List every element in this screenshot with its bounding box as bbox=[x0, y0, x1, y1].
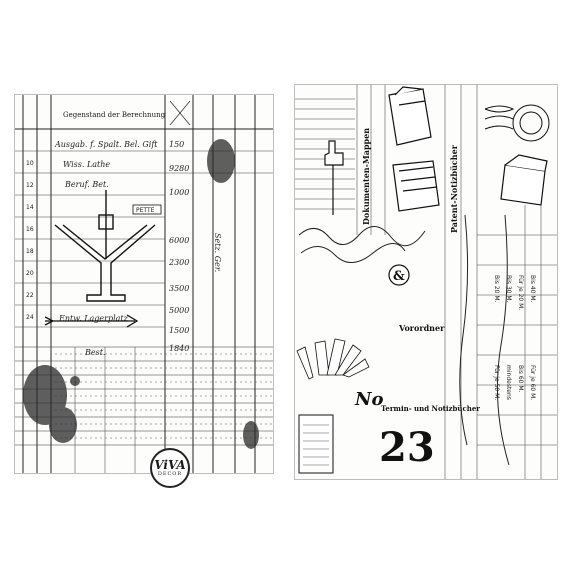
amount: 3500 bbox=[169, 284, 189, 293]
handwriting-line: Entw. Lagerplatz bbox=[58, 314, 129, 323]
collage-artwork: Dokumenten-Mappen Patent-Notizbücher bbox=[295, 85, 557, 479]
handwriting-flourish bbox=[298, 214, 510, 466]
technical-drawing bbox=[54, 190, 156, 302]
logo-main-text: ViVA bbox=[154, 458, 186, 472]
price-row: Für je 50 M. bbox=[493, 365, 500, 400]
price-row: Bis 60 M. bbox=[517, 365, 524, 393]
column-header: Dokumenten-Mappen bbox=[361, 128, 371, 225]
price-row: Für je 60 M. bbox=[529, 365, 536, 400]
right-stamp-collage: Dokumenten-Mappen Patent-Notizbücher bbox=[294, 84, 558, 480]
ampersand-text: & bbox=[393, 269, 405, 284]
handwriting-line: Best. bbox=[84, 348, 105, 357]
row-number: 10 bbox=[26, 160, 34, 167]
wallet-icon bbox=[500, 154, 548, 206]
handwriting-line: Wiss. Lathe bbox=[63, 160, 110, 169]
amount: 150 bbox=[169, 140, 184, 149]
pointing-hand-icon bbox=[324, 140, 344, 215]
price-row: Bis 40 M. bbox=[529, 275, 536, 303]
row-number: 14 bbox=[26, 204, 34, 211]
price-row: Bis 20 M. bbox=[493, 275, 500, 303]
handwriting-vertical: Setz. Ger. bbox=[213, 233, 222, 272]
ledger-artwork: Gegenstand der Berechnung 10 12 14 16 18… bbox=[15, 95, 273, 473]
folder-icon bbox=[392, 160, 440, 212]
briefcase-icon bbox=[388, 86, 432, 146]
amount: 1840 bbox=[169, 344, 189, 353]
amount: 2300 bbox=[168, 258, 189, 267]
ink-splatter bbox=[23, 139, 259, 449]
handwriting-line: Beruf. Bet. bbox=[64, 180, 109, 189]
price-row: Bis 30 M. bbox=[505, 275, 512, 303]
drawing-label-box: PETTE bbox=[136, 207, 155, 214]
ampersand-badge: & bbox=[388, 264, 410, 286]
left-stamp-ledger: Gegenstand der Berechnung 10 12 14 16 18… bbox=[14, 94, 274, 474]
amount: 1000 bbox=[169, 188, 189, 197]
row-number: 18 bbox=[26, 248, 34, 255]
big-number: 23 bbox=[379, 424, 435, 471]
amount: 5000 bbox=[169, 306, 189, 315]
price-row: Für je 20 M. bbox=[517, 275, 524, 310]
number-mark: No bbox=[354, 389, 383, 410]
amount: 9280 bbox=[169, 164, 189, 173]
row-number: 22 bbox=[26, 292, 34, 299]
row-number: 16 bbox=[26, 226, 34, 233]
amount: 1500 bbox=[169, 326, 189, 335]
row-number: 20 bbox=[26, 270, 34, 277]
termin-text: Termin- und Notizbücher bbox=[381, 404, 480, 413]
handwriting-line: Ausgab. f. Spalt. Bel. Gift bbox=[54, 140, 158, 149]
amount: 6000 bbox=[169, 236, 189, 245]
viva-decor-logo: ViVA DECOR bbox=[150, 448, 190, 488]
vertical-header: Patent-Notizbücher bbox=[449, 144, 459, 233]
row-number: 12 bbox=[26, 182, 34, 189]
logo-sub-text: DECOR bbox=[157, 471, 183, 477]
vorordner-label: Vorordner bbox=[398, 323, 445, 333]
arrow-icon bbox=[44, 314, 139, 328]
open-book-icon bbox=[296, 338, 370, 380]
row-number: 24 bbox=[26, 314, 34, 321]
ledger-header: Gegenstand der Berechnung bbox=[63, 111, 166, 119]
postmark-icon bbox=[484, 104, 550, 142]
price-row: mindestens bbox=[505, 365, 512, 400]
